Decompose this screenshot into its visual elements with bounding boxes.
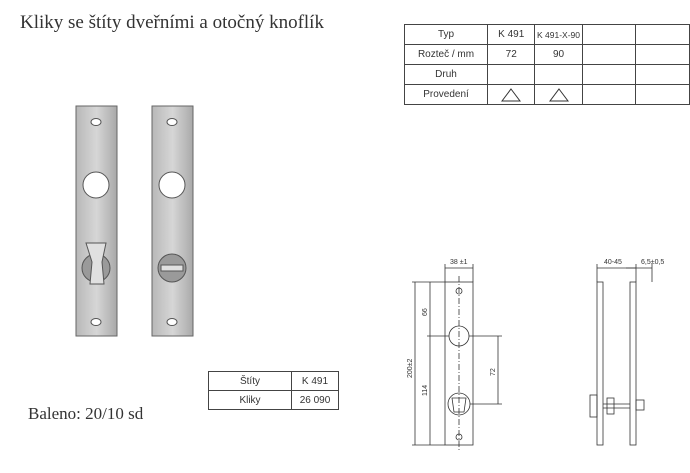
dim-height: 200±2	[407, 358, 414, 378]
packaging-note: Baleno: 20/10 sd	[28, 404, 144, 423]
cell	[487, 84, 536, 105]
cell	[635, 84, 690, 105]
spec-table: Typ K 491 K 491-X-90 Rozteč / mm 72 90 D…	[403, 24, 690, 105]
door-plate-left	[75, 105, 118, 337]
dim-top-offset: 66	[422, 308, 429, 316]
cell: 26 090	[291, 390, 339, 410]
row-label: Kliky	[208, 390, 292, 410]
cell	[534, 84, 583, 105]
dim-thickness-range: 40-45	[604, 259, 622, 266]
cell: K 491	[291, 371, 339, 391]
packaging-table: Štíty K 491 Kliky 26 090	[208, 371, 339, 410]
table-row: Provedení	[403, 84, 690, 105]
triangle-icon	[501, 87, 522, 101]
table-row: Štíty K 491	[208, 371, 339, 391]
door-plate-right	[151, 105, 194, 337]
page-title: Kliky se štíty dveřními a otočný knoflík	[20, 12, 324, 33]
table-row: Rozteč / mm 72 90	[403, 44, 690, 65]
row-label: Štíty	[208, 371, 292, 391]
dim-spacing: 72	[490, 368, 497, 376]
table-row: Kliky 26 090	[208, 390, 339, 410]
dim-width: 38 ±1	[450, 259, 468, 266]
dim-bottom-offset: 114	[422, 385, 429, 396]
triangle-icon	[548, 87, 569, 101]
dim-plate-thickness: 6,5±0,5	[641, 259, 664, 266]
